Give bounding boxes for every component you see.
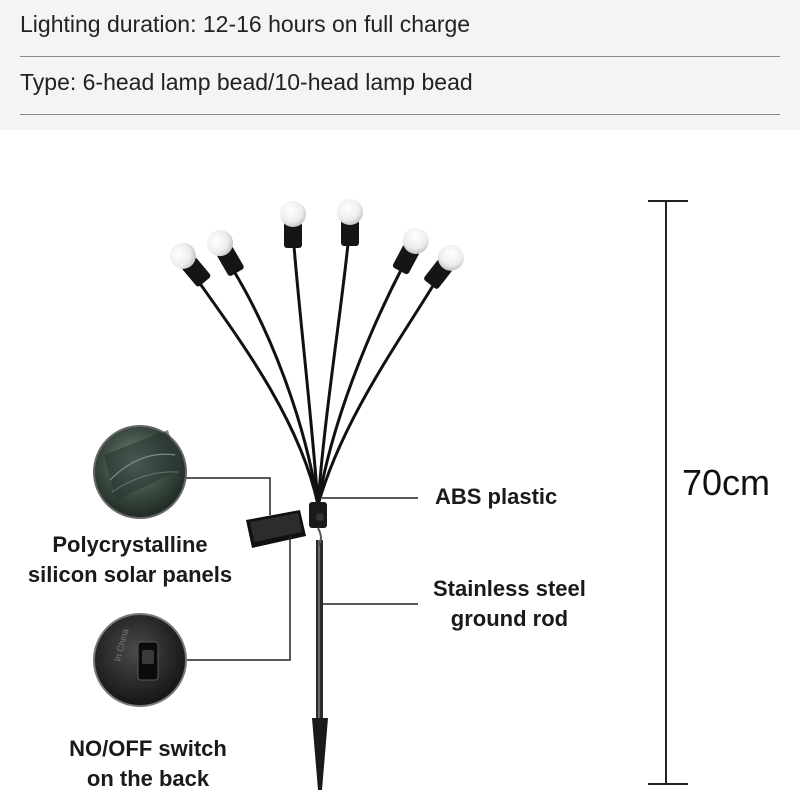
switch-label-line2: on the back xyxy=(86,766,210,791)
lamp-head xyxy=(207,230,244,276)
solar-panel-label-line1: Polycrystalline xyxy=(52,532,208,557)
solar-panel-detail-icon xyxy=(93,425,187,519)
solar-panel xyxy=(246,502,327,548)
solar-panel-label-line2: silicon solar panels xyxy=(27,562,233,587)
lamp-head xyxy=(392,227,429,275)
switch-label: NO/OFF switch on the back xyxy=(50,734,246,794)
divider xyxy=(20,114,780,115)
solar-panel-label: Polycrystalline silicon solar panels xyxy=(12,530,248,590)
ground-rod-label-line2: ground rod xyxy=(450,606,569,631)
lamp-head xyxy=(280,201,306,248)
ground-rod-label: Stainless steel ground rod xyxy=(433,574,586,634)
lighting-duration-text: Lighting duration: 12-16 hours on full c… xyxy=(20,11,471,37)
callout-lines xyxy=(184,477,418,661)
switch-label-line1: NO/OFF switch xyxy=(69,736,227,761)
lamp-head xyxy=(169,242,211,287)
spec-panel: Lighting duration: 12-16 hours on full c… xyxy=(0,0,800,130)
ground-rod xyxy=(312,540,328,790)
ground-rod-label-line1: Stainless steel xyxy=(433,576,586,601)
divider xyxy=(20,56,780,57)
power-switch-detail-icon: In China xyxy=(93,613,187,707)
abs-plastic-label: ABS plastic xyxy=(435,484,558,509)
lamp-head xyxy=(337,199,363,246)
height-dimension-bar xyxy=(648,200,688,785)
lamp-head xyxy=(424,244,464,289)
height-value: 70cm xyxy=(682,462,771,503)
lamp-type-text: Type: 6-head lamp bead/10-head lamp bead xyxy=(20,69,473,95)
lamp-wires xyxy=(194,242,436,507)
